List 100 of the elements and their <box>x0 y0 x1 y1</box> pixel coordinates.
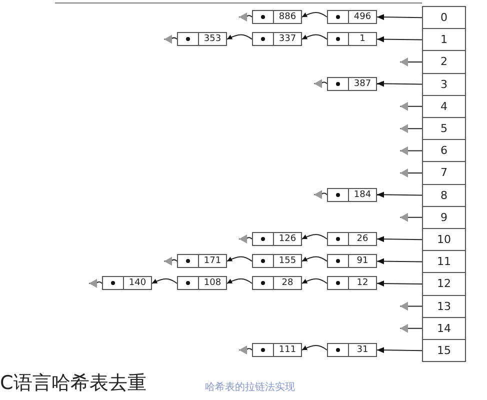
list-node <box>327 188 377 202</box>
arrow <box>164 34 178 44</box>
arrow <box>376 192 422 198</box>
list-node <box>327 32 377 46</box>
node-value: 140 <box>128 277 148 290</box>
array-cell <box>422 50 466 74</box>
node-value: 108 <box>202 277 222 290</box>
array-cell <box>422 316 466 340</box>
arrow <box>400 124 422 134</box>
arrow <box>400 58 422 66</box>
bucket-index: 9 <box>440 210 448 224</box>
array-cell <box>422 72 466 96</box>
arrow <box>376 258 422 264</box>
node-value: 1 <box>358 33 366 46</box>
arrow <box>302 278 328 284</box>
list-node <box>252 32 302 46</box>
arrow <box>376 347 422 354</box>
arrow <box>400 212 422 222</box>
bucket-index: 4 <box>440 100 448 113</box>
list-node <box>177 276 227 290</box>
arrow <box>226 256 252 262</box>
node-value: 12 <box>356 277 370 290</box>
list-node <box>252 343 302 357</box>
array-cell <box>422 206 466 229</box>
arrow <box>376 36 422 42</box>
bucket-index: 5 <box>440 122 448 136</box>
node-value: 26 <box>356 233 370 245</box>
arrow <box>314 79 328 88</box>
arrow <box>152 278 178 284</box>
arrow <box>400 146 422 156</box>
node-value: 91 <box>356 255 370 268</box>
arrow <box>376 236 422 242</box>
node-value: 126 <box>278 233 298 245</box>
list-node <box>327 276 377 290</box>
arrow <box>400 302 422 311</box>
array-cell <box>422 228 466 252</box>
title: C语言哈希表去重 <box>0 371 146 396</box>
bucket-index: 6 <box>440 144 448 158</box>
bucket-index: 1 <box>440 33 448 46</box>
array-cell <box>422 272 466 296</box>
caption-text: 哈希表的拉链法实现 <box>205 380 295 394</box>
array-cell <box>422 94 466 118</box>
arrow <box>302 256 328 262</box>
arrow <box>314 190 328 200</box>
array-cell <box>422 6 466 30</box>
list-node <box>252 10 302 24</box>
bucket-index: 13 <box>437 300 451 313</box>
node-value: 337 <box>278 33 298 46</box>
list-node <box>102 276 152 290</box>
array-cell <box>422 294 466 318</box>
list-node <box>327 76 377 91</box>
list-node <box>252 232 302 246</box>
bucket-index: 2 <box>440 55 448 68</box>
node-value: 387 <box>352 78 372 90</box>
bucket-index: 3 <box>440 78 448 91</box>
list-node <box>177 254 227 268</box>
arrow <box>238 12 252 22</box>
bucket-index: 8 <box>440 188 448 202</box>
node-value: 353 <box>202 33 222 46</box>
bucket-index: 11 <box>437 255 451 268</box>
arrow <box>226 34 252 40</box>
arrow <box>88 278 102 288</box>
node-value: 184 <box>352 188 372 201</box>
arrow <box>302 12 328 18</box>
bucket-index: 7 <box>440 166 448 180</box>
arrow <box>376 80 422 87</box>
arrow <box>400 168 422 178</box>
list-node <box>327 10 377 24</box>
list-node <box>327 343 377 357</box>
node-value: 31 <box>356 344 370 356</box>
array-cell <box>422 250 466 274</box>
arrow <box>376 280 422 286</box>
list-node <box>252 276 302 290</box>
arrow <box>302 34 328 40</box>
node-value: 886 <box>278 11 298 23</box>
bucket-index: 15 <box>437 344 451 358</box>
list-node <box>327 232 377 246</box>
array-cell <box>422 139 466 162</box>
array-cell <box>422 28 466 52</box>
array-cell <box>422 339 466 362</box>
arrow <box>164 256 178 266</box>
arrow <box>302 345 328 350</box>
bucket-index: 10 <box>437 233 451 246</box>
bucket-index: 12 <box>437 277 451 290</box>
bucket-index: 14 <box>437 322 451 335</box>
list-node <box>327 254 377 268</box>
array-cell <box>422 117 466 140</box>
list-node <box>177 32 227 46</box>
node-value: 171 <box>202 255 222 268</box>
arrow <box>376 14 422 20</box>
bucket-index: 0 <box>440 11 448 24</box>
array-cell <box>422 184 466 207</box>
node-value: 155 <box>278 255 298 268</box>
arrow <box>238 234 252 244</box>
node-value: 111 <box>278 344 298 356</box>
arrow <box>238 346 252 354</box>
arrow <box>400 102 422 111</box>
arrow <box>226 278 252 284</box>
arrow <box>400 324 422 333</box>
arrow <box>302 234 328 240</box>
